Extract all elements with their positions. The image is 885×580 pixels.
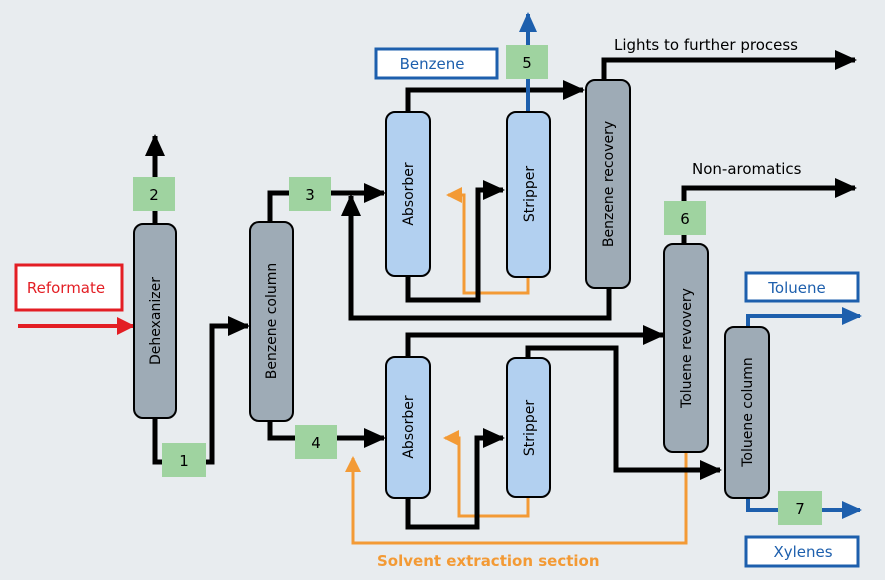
stream-number-1: 1 — [179, 452, 189, 470]
stream-box-1: 1 — [162, 443, 206, 477]
stripper-top-label: Stripper — [522, 166, 538, 222]
solvent-extraction-section-label: Solvent extraction section — [377, 552, 600, 570]
toluene-product-label: Toluene — [767, 279, 825, 297]
solvent-loop-section — [345, 452, 688, 545]
benzene-product-label: Benzene — [400, 55, 465, 73]
vessel-benzene-column: Benzene column — [249, 221, 294, 422]
process-lines — [145, 50, 857, 530]
dehexanizer-label: Dehexanizer — [148, 277, 164, 365]
stream-number-7: 7 — [795, 500, 805, 518]
xylenes-product-label: Xylenes — [773, 543, 832, 561]
solvent-loop-top — [446, 187, 530, 295]
stream-box-7: 7 — [778, 491, 822, 525]
stream-number-6: 6 — [680, 210, 690, 228]
stream-box-6: 6 — [664, 201, 706, 235]
vessel-toluene-column: Toluene column — [724, 326, 770, 499]
stream-number-boxes: 1 2 3 4 5 6 7 — [133, 45, 822, 525]
non-aromatics-outlet-label: Non-aromatics — [692, 160, 802, 178]
stream-box-3: 3 — [289, 177, 331, 211]
benzene-recovery-label: Benzene recovery — [601, 121, 617, 247]
vessel-absorber-top: Absorber — [385, 111, 431, 277]
solvent-loop-bottom — [443, 430, 530, 518]
reformate-label: Reformate — [27, 279, 105, 297]
stream-number-3: 3 — [305, 186, 315, 204]
benzene-product-box: Benzene — [374, 47, 499, 80]
absorber-top-label: Absorber — [401, 162, 417, 226]
stripper-bottom-label: Stripper — [522, 400, 538, 456]
toluene-column-label: Toluene column — [740, 357, 756, 468]
benzene-column-label: Benzene column — [264, 263, 280, 380]
toluene-recovery-label: Toluene revovery — [679, 288, 695, 409]
xylenes-product-box: Xylenes — [744, 535, 860, 568]
stream-number-5: 5 — [522, 54, 532, 72]
toluene-product-box: Toluene — [744, 271, 860, 303]
stream-box-5: 5 — [506, 45, 548, 79]
stream-box-4: 4 — [295, 425, 337, 459]
vessel-toluene-recovery: Toluene revovery — [663, 243, 709, 453]
vessel-absorber-bottom: Absorber — [385, 356, 431, 499]
stream-number-2: 2 — [149, 186, 159, 204]
stream-number-4: 4 — [311, 434, 321, 452]
vessel-stripper-top: Stripper — [506, 111, 551, 278]
lights-outlet-label: Lights to further process — [614, 36, 798, 54]
absorber-bottom-label: Absorber — [401, 395, 417, 459]
reformate-label-box: Reformate — [14, 263, 124, 312]
stream-box-2: 2 — [133, 177, 175, 211]
vessel-dehexanizer: Dehexanizer — [133, 223, 177, 419]
vessel-stripper-bottom: Stripper — [506, 357, 551, 498]
vessel-benzene-recovery: Benzene recovery — [585, 79, 631, 289]
